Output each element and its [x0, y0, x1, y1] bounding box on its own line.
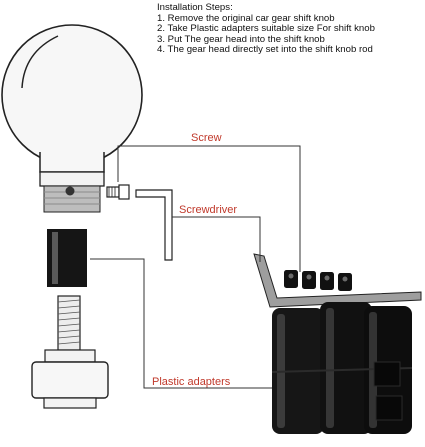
plastic-adapters-callout-label: Plastic adapters [152, 376, 231, 388]
knob-ball [1, 24, 143, 166]
black-screw [338, 273, 352, 291]
black-screw-head [324, 275, 330, 281]
shift-rod [31, 295, 109, 409]
hex-key-large [253, 253, 422, 308]
installation-steps: Installation Steps: 1. Remove the origin… [157, 2, 423, 56]
screwdriver-callout-label: Screwdriver [179, 204, 238, 216]
installation-step-2: 2. Take Plastic adapters suitable size F… [157, 23, 375, 35]
black-screw [284, 270, 298, 288]
knob-collar [39, 171, 105, 187]
leader-lines [90, 145, 301, 389]
shift-knob [1, 24, 143, 213]
plastic-adapters-leader-line [90, 258, 272, 389]
plastic-adapters-stack [271, 302, 413, 434]
adapter-block [47, 229, 87, 287]
knob-highlight [21, 35, 59, 89]
black-screws [284, 270, 352, 291]
knob-threaded-base [43, 185, 101, 213]
installation-step-4: 4. The gear head directly set into the s… [157, 44, 373, 56]
black-screw-head [342, 276, 348, 282]
screw-callout-label: Screw [191, 132, 222, 144]
installation-step-3: 3. Put The gear head into the shift knob [157, 33, 325, 45]
black-screw-head [306, 274, 312, 280]
set-screw [106, 184, 130, 200]
installation-steps-heading: Installation Steps: [157, 2, 233, 13]
knob-neck [39, 152, 105, 173]
black-screw [320, 272, 334, 290]
screwdriver-leader-line [172, 216, 261, 262]
hex-key-small [135, 189, 173, 261]
black-screw [302, 271, 316, 289]
screw-leader-line [117, 145, 301, 272]
knob-screw-hole [65, 186, 75, 196]
black-screw-head [288, 273, 294, 279]
installation-step-1: 1. Remove the original car gear shift kn… [157, 12, 335, 24]
